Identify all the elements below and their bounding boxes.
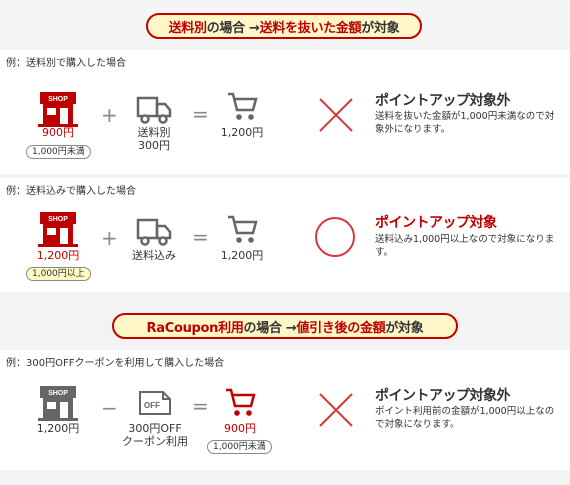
header-racoupon: RaCoupon利用 (146, 320, 244, 336)
example1-caption: 例：送料別で購入した場合 (6, 58, 126, 69)
coupon-icon: OFF (139, 391, 171, 415)
shop-icon-text: SHOP (48, 390, 68, 397)
example1-card: 例：送料別で購入した場合 SHOP 900円 1,000円未満 + 送料別 30… (0, 50, 570, 174)
example2-card: 例：送料込みで購入した場合 SHOP 1,200円 1,000円以上 + 送料込… (0, 178, 570, 292)
example1-result-title: ポイントアップ対象外 (375, 93, 511, 109)
example2-badge: 1,000円以上 (26, 267, 91, 281)
example2-result-title: ポイントアップ対象 (375, 215, 497, 231)
header-target-suffix: が対象 (361, 20, 400, 36)
header-discounted-amount: 値引き後の金額 (296, 320, 386, 336)
example3-total: 900円 (224, 422, 256, 435)
example2-caption: 例：送料込みで購入した場合 (6, 186, 136, 197)
truck-icon (136, 96, 172, 124)
equals-operator: = (192, 225, 209, 249)
plus-operator: + (101, 103, 118, 127)
header-shipping-separate: 送料別 (168, 20, 207, 36)
cart-icon (228, 215, 258, 243)
example2-total: 1,200円 (220, 249, 264, 262)
header-target-amount: 送料を抜いた金額 (259, 20, 362, 36)
example1-shipping-label: 送料別 (137, 126, 171, 139)
example3-coupon-label: クーポン利用 (122, 435, 188, 448)
example1-total: 1,200円 (220, 126, 264, 139)
cart-icon (228, 92, 258, 120)
example2-shipping-label: 送料込み (132, 249, 176, 262)
example2-shop-price: 1,200円 (36, 249, 80, 262)
plus-operator: + (101, 226, 118, 250)
cart-icon (226, 388, 256, 416)
cross-mark-icon (319, 393, 353, 427)
example3-coupon-amount: 300円OFF (128, 422, 182, 435)
example1-result-desc: 送料を抜いた金額が1,000円未満なので対象外になります。 (375, 111, 555, 135)
example3-result-desc: ポイント利用前の金額が1,000円以上なので対象になります。 (375, 406, 555, 430)
equals-operator: = (192, 394, 209, 418)
header-case-text: の場合 → (243, 320, 297, 336)
example3-caption: 例：300円OFFクーポンを利用して購入した場合 (6, 358, 225, 369)
example1-badge: 1,000円未満 (26, 145, 91, 159)
example3-result-title: ポイントアップ対象外 (375, 388, 511, 404)
example1-shipping-fee: 300円 (138, 139, 170, 152)
example3-card: 例：300円OFFクーポンを利用して購入した場合 SHOP 1,200円 − O… (0, 350, 570, 470)
section1-header-pill: 送料別 の場合 → 送料を抜いた金額 が対象 (146, 13, 422, 39)
example1-shop-price: 900円 (42, 126, 74, 139)
equals-operator: = (192, 102, 209, 126)
header-target-suffix: が対象 (385, 320, 424, 336)
shop-icon-text: SHOP (48, 216, 68, 223)
section2-header-pill: RaCoupon利用 の場合 → 値引き後の金額 が対象 (112, 313, 458, 339)
coupon-icon-text: OFF (144, 401, 160, 410)
example3-shop-price: 1,200円 (36, 422, 80, 435)
shop-icon: SHOP (38, 92, 78, 127)
header-case-text: の場合 → (206, 20, 260, 36)
shop-icon: SHOP (38, 386, 78, 421)
circle-mark-icon (315, 217, 355, 257)
shop-icon-text: SHOP (48, 96, 68, 103)
example2-result-desc: 送料込み1,000円以上なので対象になります。 (375, 234, 555, 258)
example3-badge: 1,000円未満 (207, 440, 272, 454)
cross-mark-icon (319, 98, 353, 132)
truck-icon (136, 218, 172, 246)
shop-icon: SHOP (38, 212, 78, 247)
minus-operator: − (101, 396, 118, 420)
